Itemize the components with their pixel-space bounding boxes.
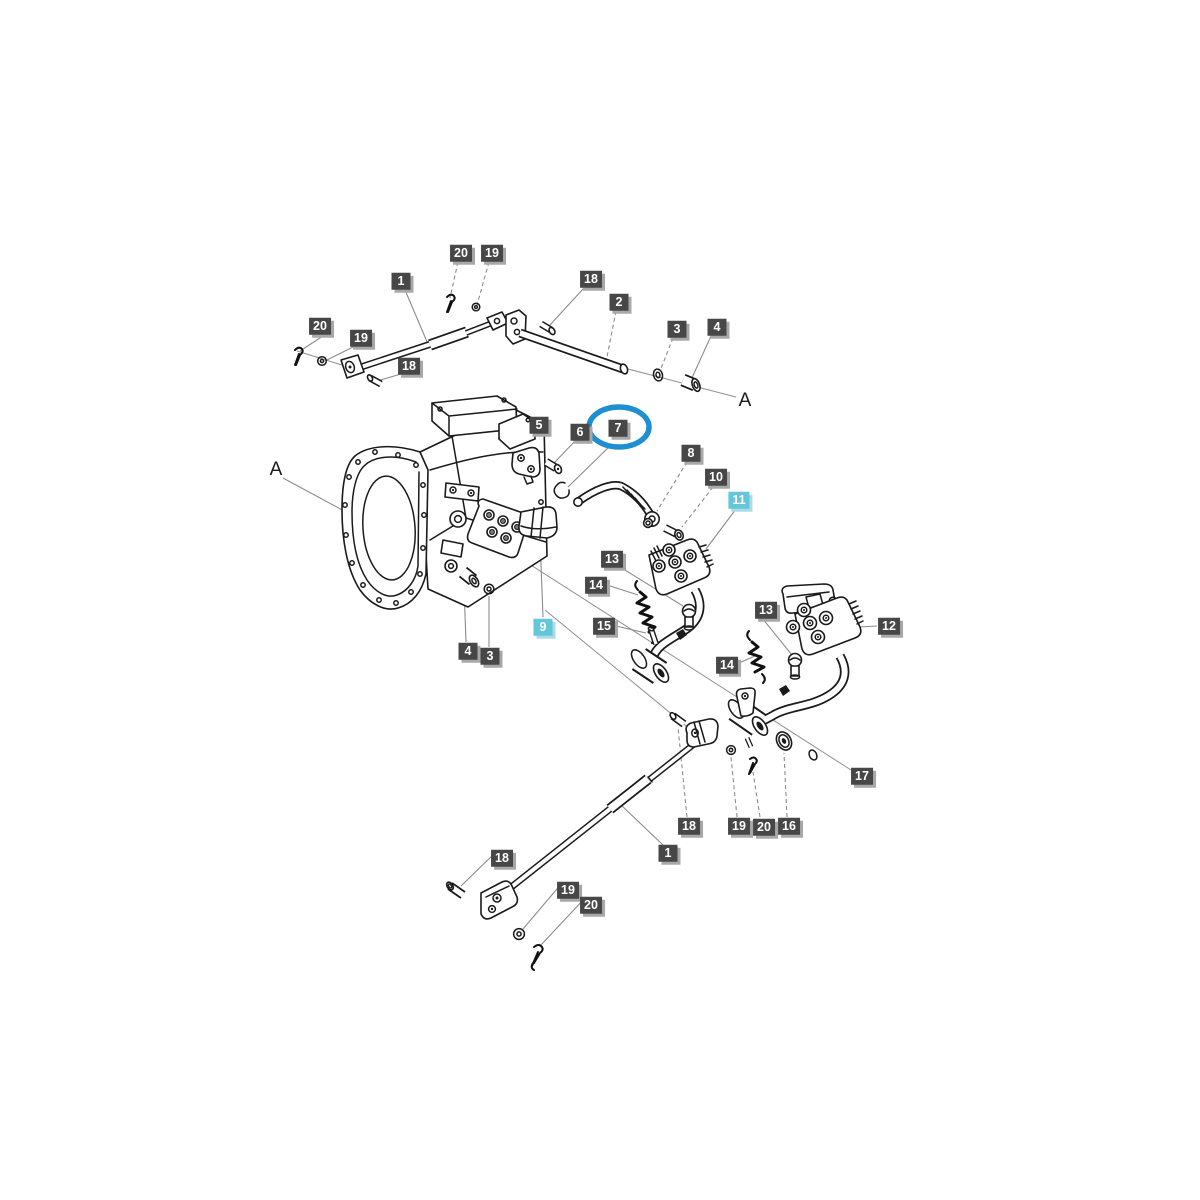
part-label-10[interactable]: 10: [705, 468, 727, 486]
part-label-4[interactable]: 4: [707, 318, 727, 336]
leader-lines: [282, 261, 878, 947]
part-label-14[interactable]: 14: [716, 656, 738, 674]
pedal-assembly-right: [727, 583, 864, 761]
part-label-20[interactable]: 20: [753, 818, 775, 836]
part-label-2[interactable]: 2: [609, 293, 629, 311]
part-label-9[interactable]: 9: [533, 618, 553, 636]
part-label-20[interactable]: 20: [580, 896, 602, 914]
ref-a-left: A: [269, 459, 283, 480]
part-label-17[interactable]: 17: [851, 767, 873, 785]
part-label-5[interactable]: 5: [529, 416, 549, 434]
lower-rod-assembly: [445, 711, 758, 971]
shift-linkage-parts: [511, 446, 685, 541]
part-label-3[interactable]: 3: [480, 647, 500, 665]
part-label-12[interactable]: 12: [878, 617, 900, 635]
part-label-20[interactable]: 20: [309, 317, 331, 335]
part-label-11[interactable]: 11: [728, 491, 750, 509]
part-label-19[interactable]: 19: [728, 817, 750, 835]
part-label-3[interactable]: 3: [667, 320, 687, 338]
part-label-7[interactable]: 7: [608, 419, 628, 437]
part-label-20[interactable]: 20: [450, 244, 472, 262]
part-label-15[interactable]: 15: [593, 617, 615, 635]
part-label-13[interactable]: 13: [755, 601, 777, 619]
pedal-assembly-left: [630, 538, 714, 684]
part-label-14[interactable]: 14: [585, 576, 607, 594]
upper-rod-assembly: [294, 293, 701, 393]
part-label-1[interactable]: 1: [391, 272, 411, 290]
part-label-18[interactable]: 18: [491, 849, 513, 867]
part-label-16[interactable]: 16: [778, 817, 800, 835]
part-label-8[interactable]: 8: [681, 444, 701, 462]
ref-a-right: A: [738, 390, 752, 411]
part-label-4[interactable]: 4: [458, 642, 478, 660]
part-label-19[interactable]: 19: [481, 244, 503, 262]
part-label-13[interactable]: 13: [601, 550, 623, 568]
part-label-18[interactable]: 18: [678, 817, 700, 835]
transmission-housing: [341, 395, 548, 610]
part-label-1[interactable]: 1: [658, 844, 678, 862]
part-label-19[interactable]: 19: [557, 881, 579, 899]
part-label-18[interactable]: 18: [580, 270, 602, 288]
part-label-19[interactable]: 19: [350, 329, 372, 347]
part-label-18[interactable]: 18: [398, 357, 420, 375]
part-label-6[interactable]: 6: [570, 423, 590, 441]
